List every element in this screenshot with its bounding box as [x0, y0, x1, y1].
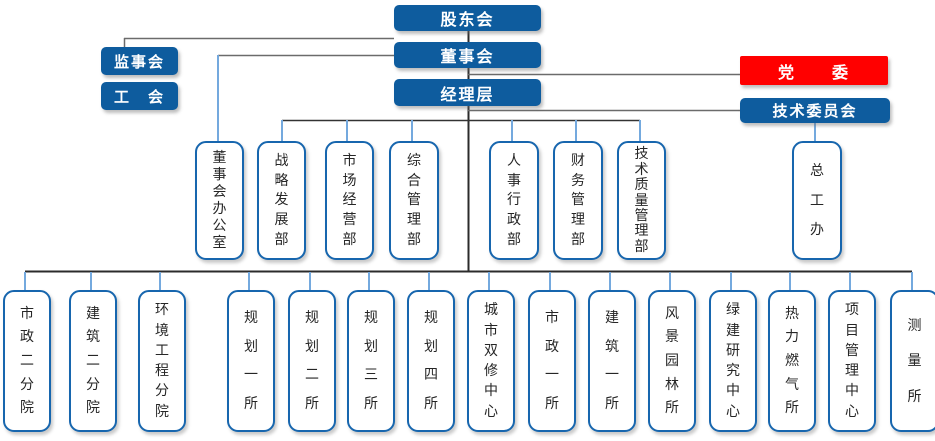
- node-planning-institute-2: 规划二所: [288, 290, 336, 432]
- node-label: 绿建研究中心: [726, 302, 740, 420]
- node-label: 建筑二分院: [86, 305, 100, 417]
- node-management-layer: 经理层: [394, 79, 541, 106]
- node-hr-admin-dept: 人事行政部: [489, 141, 539, 260]
- node-architecture-institute-1: 建筑一所: [588, 290, 636, 432]
- node-label: 市政一所: [545, 310, 559, 412]
- node-tech-committee: 技术委员会: [740, 98, 890, 123]
- node-label: 城市双修中心: [484, 302, 498, 420]
- node-planning-institute-3: 规划三所: [347, 290, 395, 432]
- node-municipal-institute-1: 市政一所: [528, 290, 576, 432]
- node-label: 战略发展部: [274, 152, 289, 249]
- node-label: 规划二所: [305, 310, 319, 412]
- trunk-lines: [25, 31, 912, 273]
- node-label: 风景园林所: [665, 305, 679, 417]
- node-heat-gas-institute: 热力燃气所: [768, 290, 816, 432]
- node-architecture-branch-2: 建筑二分院: [69, 290, 117, 432]
- node-chief-engineer-office: 总工办: [792, 141, 842, 260]
- node-label: 规划一所: [244, 310, 258, 412]
- node-label: 市场经营部: [342, 152, 357, 249]
- node-label: 财务管理部: [571, 152, 585, 249]
- node-municipal-branch-2: 市政二分院: [3, 290, 51, 432]
- node-label: 规划四所: [424, 310, 438, 412]
- node-board-office: 董事会办公室: [195, 141, 244, 260]
- node-label: 测量所: [907, 317, 922, 405]
- node-shareholders-meeting: 股东会: [394, 5, 541, 31]
- node-board-of-directors: 董事会: [394, 42, 541, 68]
- node-environmental-eng-branch: 环境工程分院: [138, 290, 186, 432]
- node-urban-renewal-center: 城市双修中心: [467, 290, 515, 432]
- node-general-management-dept: 综合管理部: [389, 141, 439, 260]
- node-label: 总工办: [810, 162, 824, 239]
- node-label: 环境工程分院: [155, 302, 169, 420]
- node-label: 市政二分院: [20, 305, 34, 417]
- node-landscape-institute: 风景园林所: [648, 290, 696, 432]
- node-planning-institute-1: 规划一所: [227, 290, 275, 432]
- node-label: 综合管理部: [407, 152, 421, 249]
- node-label: 项目管理中心: [845, 302, 859, 420]
- node-market-operations-dept: 市场经营部: [325, 141, 374, 260]
- node-green-building-center: 绿建研究中心: [709, 290, 757, 432]
- node-label: 技术质量管理部: [634, 146, 649, 255]
- node-labor-union: 工 会: [101, 82, 178, 110]
- node-label: 热力燃气所: [785, 305, 799, 417]
- node-tech-quality-dept: 技术质量管理部: [617, 141, 666, 260]
- drop-lines: [24, 55, 913, 291]
- node-project-management-center: 项目管理中心: [828, 290, 876, 432]
- node-supervisory-board: 监事会: [101, 47, 178, 75]
- node-label: 规划三所: [364, 310, 378, 412]
- node-planning-institute-4: 规划四所: [407, 290, 455, 432]
- node-strategic-development-dept: 战略发展部: [257, 141, 306, 260]
- node-label: 人事行政部: [507, 152, 521, 249]
- node-label: 董事会办公室: [212, 150, 227, 251]
- branch-lines: [123, 37, 740, 112]
- node-finance-dept: 财务管理部: [553, 141, 603, 260]
- node-survey-institute: 测量所: [890, 290, 935, 432]
- node-label: 建筑一所: [605, 310, 619, 412]
- node-party-committee: 党 委: [740, 56, 888, 85]
